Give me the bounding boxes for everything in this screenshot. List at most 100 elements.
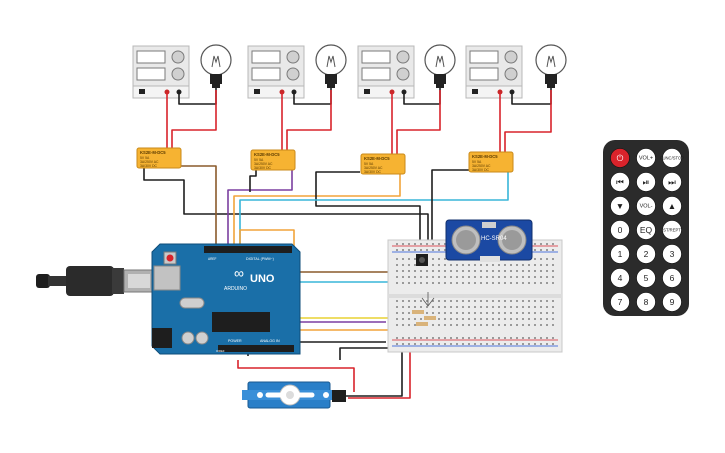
remote-button-9[interactable] xyxy=(610,220,630,240)
remote-button-3[interactable] xyxy=(610,172,630,192)
wire-red-bulb2 xyxy=(286,90,332,150)
arduino-logo: ∞ xyxy=(234,265,244,281)
relay-1-spec3: 3A/30V DC xyxy=(140,164,158,168)
remote-button-16[interactable] xyxy=(636,268,656,288)
remote-button-11[interactable] xyxy=(662,220,682,240)
wire-black-relay2 xyxy=(249,168,257,192)
ir-remote: ⏻ VOL+ FUNC/STOP ⏮ ⏯ ⏭ ▼ VOL- ▲ 0 EQ ST/REPT 1 2 3 4 5 6 7… xyxy=(603,140,689,316)
power-supply-2[interactable] xyxy=(247,45,305,99)
remote-button-8[interactable] xyxy=(662,196,682,216)
arduino-aref: AREF xyxy=(208,257,217,261)
arduino-model: UNO xyxy=(250,273,275,285)
remote-button-label-17: 6 xyxy=(670,273,675,283)
remote-button-label-13: 2 xyxy=(644,249,649,259)
relay-3-spec2: 3A/250V AC xyxy=(364,166,383,170)
remote-button-label-18: 7 xyxy=(618,297,623,307)
wire-purple-relay2 xyxy=(227,168,293,246)
remote-button-13[interactable] xyxy=(636,244,656,264)
remote-button-label-11: ST/REPT xyxy=(663,228,681,233)
remote-button-label-6: ▼ xyxy=(616,201,624,211)
light-bulb-1 xyxy=(200,44,232,88)
remote-button-label-12: 1 xyxy=(618,249,623,259)
remote-button-20[interactable] xyxy=(662,292,682,312)
light-bulb-2 xyxy=(315,44,347,88)
power-supply-3[interactable] xyxy=(357,45,415,99)
remote-button-label-2: FUNC/STOP xyxy=(660,156,684,161)
remote-button-label-3: ⏮ xyxy=(616,177,624,187)
remote-button-label-15: 4 xyxy=(618,273,623,283)
relay-1-spec2: 3A/250V AC xyxy=(140,160,159,164)
remote-button-label-5: ⏭ xyxy=(668,177,676,187)
remote-button-label-14: 3 xyxy=(670,249,675,259)
light-bulb-4 xyxy=(535,44,567,88)
remote-button-1[interactable] xyxy=(636,148,656,168)
arduino-ioref: IOREF xyxy=(216,349,225,353)
remote-button-12[interactable] xyxy=(610,244,630,264)
wire-black-relay3 xyxy=(315,171,421,252)
servo-motor[interactable] xyxy=(242,381,346,409)
relay-1-part: KS2E-M-DC5 xyxy=(140,150,166,155)
remote-button-label-8: ▲ xyxy=(668,201,676,211)
relay-4[interactable]: KS2E-M-DC5 5V 5A 3A/250V AC 3A/30V DC xyxy=(468,151,514,173)
remote-button-label-16: 5 xyxy=(644,273,649,283)
wire-black-relay1 xyxy=(143,166,429,252)
remote-button-5[interactable] xyxy=(662,172,682,192)
remote-button-label-10: EQ xyxy=(640,225,653,235)
remote-button-7[interactable] xyxy=(636,196,656,216)
ultrasonic-label: HC-SR04 xyxy=(481,236,507,242)
remote-button-19[interactable] xyxy=(636,292,656,312)
wire-black-relay4 xyxy=(431,169,470,252)
ultrasonic-sensor[interactable]: HC-SR04 xyxy=(445,219,533,262)
remote-button-label-19: 8 xyxy=(644,297,649,307)
wire-red-bulb4 xyxy=(504,90,552,152)
relay-2-part: KS2E-M-DC5 xyxy=(254,152,280,157)
relay-2-spec3: 3A/30V DC xyxy=(254,166,272,170)
relay-2-spec2: 3A/250V AC xyxy=(254,162,273,166)
power-supply-4[interactable] xyxy=(465,45,523,99)
wire-red-servo xyxy=(237,360,355,392)
arduino-uno[interactable]: ∞ UNO ARDUINO DIGITAL (PWM~) POWER ANALO… xyxy=(151,243,301,355)
remote-button-14[interactable] xyxy=(662,244,682,264)
wire-red-bulb3 xyxy=(396,90,441,154)
remote-button-18[interactable] xyxy=(610,292,630,312)
remote-button-6[interactable] xyxy=(610,196,630,216)
relay-4-spec1: 5V 5A xyxy=(472,160,482,164)
power-supply-1[interactable] xyxy=(132,45,190,99)
relay-1-spec1: 5V 5A xyxy=(140,156,150,160)
arduino-brand: ARDUINO xyxy=(224,286,247,292)
remote-button-17[interactable] xyxy=(662,268,682,288)
wire-black-servo xyxy=(346,352,403,397)
wire-brown-relay1 xyxy=(180,165,217,246)
arduino-digital-label: DIGITAL (PWM~) xyxy=(246,257,274,261)
remote-button-label-20: 9 xyxy=(670,297,675,307)
remote-buttons: ⏻ VOL+ FUNC/STOP ⏮ ⏯ ⏭ ▼ VOL- ▲ 0 EQ ST/REPT 1 2 3 4 5 6 7… xyxy=(610,148,684,312)
relay-4-part: KS2E-M-DC5 xyxy=(472,154,498,159)
remote-button-15[interactable] xyxy=(610,268,630,288)
relay-4-spec3: 3A/30V DC xyxy=(472,168,490,172)
wire-red-servo-2 xyxy=(348,350,411,399)
relay-4-spec2: 3A/250V AC xyxy=(472,164,491,168)
remote-button-label-1: VOL+ xyxy=(639,156,653,162)
relay-2-spec1: 5V 5A xyxy=(254,158,264,162)
remote-button-0[interactable] xyxy=(610,148,630,168)
wire-cyan-relay4 xyxy=(239,170,509,246)
wire-orange-relay3 xyxy=(233,172,401,246)
remote-button-label-4: ⏯ xyxy=(643,177,650,187)
remote-button-4[interactable] xyxy=(636,172,656,192)
relay-1[interactable]: KS2E-M-DC5 5V 5A 3A/250V AC 3A/30V DC xyxy=(136,147,182,169)
relay-3-spec1: 5V 5A xyxy=(364,162,374,166)
relay-2[interactable]: KS2E-M-DC5 5V 5A 3A/250V AC 3A/30V DC xyxy=(250,149,296,171)
remote-button-label-9: 0 xyxy=(618,225,623,235)
relay-3-spec3: 3A/30V DC xyxy=(364,170,382,174)
remote-button-label-7: VOL- xyxy=(640,204,653,210)
breadboard[interactable] xyxy=(387,239,563,353)
relay-3[interactable]: KS2E-M-DC5 5V 5A 3A/250V AC 3A/30V DC xyxy=(360,153,406,175)
arduino-power-label: POWER xyxy=(228,339,242,343)
remote-button-label-0: ⏻ xyxy=(617,153,624,163)
usb-cable xyxy=(36,266,155,296)
relay-3-part: KS2E-M-DC5 xyxy=(364,156,390,161)
remote-button-2[interactable] xyxy=(662,148,682,168)
wire-red-bulb1 xyxy=(171,90,217,148)
remote-button-10[interactable] xyxy=(636,220,656,240)
